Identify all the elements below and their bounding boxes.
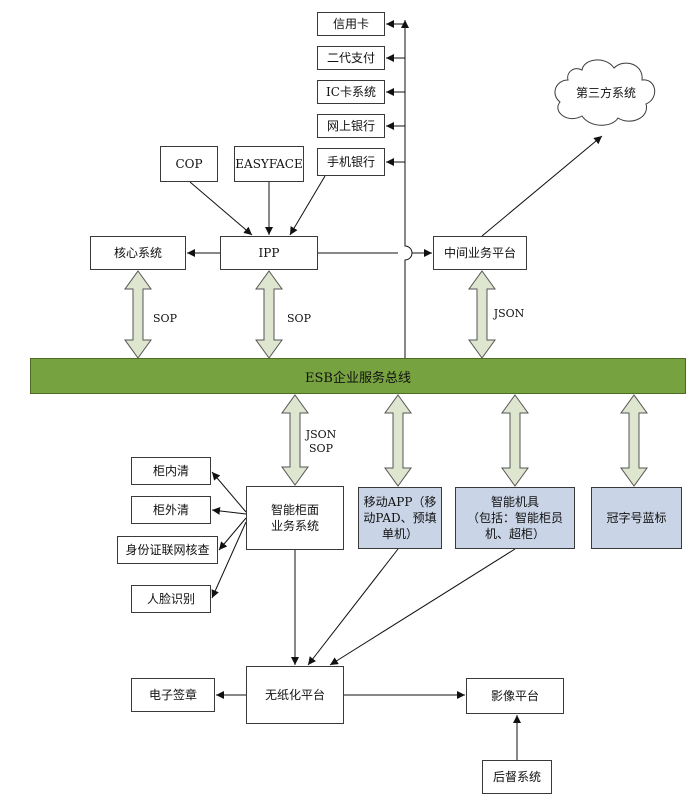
counter-outer-box[interactable]: 柜外清	[131, 496, 211, 524]
credit-card-box[interactable]: 信用卡	[317, 12, 385, 36]
paperless-platform-box[interactable]: 无纸化平台	[246, 666, 344, 724]
crown-number-box[interactable]: 冠字号蓝标	[591, 487, 682, 549]
cop-to-ipp	[189, 181, 253, 236]
esb-service-bus: ESB企业服务总线	[30, 358, 686, 394]
easyface-box[interactable]: EASYFACE	[234, 146, 304, 182]
mobile-banking-box[interactable]: 手机银行	[317, 148, 385, 176]
mobile-banking-to-ipp	[289, 175, 326, 236]
json-sop-label-counter: JSON SOP	[305, 428, 337, 455]
e-signature-box[interactable]: 电子签章	[131, 678, 215, 712]
second-gen-payment-box[interactable]: 二代支付	[317, 46, 385, 70]
trunk-line	[401, 20, 413, 358]
ipp-box[interactable]: IPP	[220, 236, 318, 270]
smart-machine-to-paperless	[329, 548, 516, 666]
core-system-box[interactable]: 核心系统	[90, 236, 186, 270]
third-party-cloud-shape	[554, 59, 656, 126]
double-arrow-esb-crown-number	[620, 394, 648, 487]
ic-card-system-box[interactable]: IC卡系统	[317, 80, 385, 104]
id-verification-box[interactable]: 身份证联网核查	[117, 536, 218, 564]
double-arrow-core-esb	[124, 270, 152, 359]
smart-counter-to-counter-inner	[211, 471, 247, 513]
json-label-middle: JSON	[493, 307, 525, 320]
mobile-app-box[interactable]: 移动APP（移 动PAD、预填 单机）	[358, 487, 442, 549]
sop-label-ipp: SOP	[287, 312, 311, 325]
double-arrow-esb-mobile-app	[384, 394, 412, 487]
smart-counter-to-face-recognition	[211, 521, 247, 599]
face-recognition-box[interactable]: 人脸识别	[131, 585, 211, 613]
mobile-app-to-paperless	[307, 548, 399, 666]
middle-to-third-party	[481, 135, 603, 237]
third-party-system-label: 第三方系统	[575, 86, 636, 100]
online-banking-box[interactable]: 网上银行	[317, 114, 385, 138]
cop-box[interactable]: COP	[160, 146, 218, 182]
double-arrow-esb-smart-counter	[281, 394, 309, 486]
double-arrow-ipp-esb	[255, 270, 283, 359]
back-supervision-box[interactable]: 后督系统	[482, 760, 552, 794]
smart-counter-system-box[interactable]: 智能柜面 业务系统	[246, 486, 344, 550]
counter-inner-box[interactable]: 柜内清	[131, 457, 211, 485]
middle-platform-box[interactable]: 中间业务平台	[433, 236, 527, 270]
sop-label-core: SOP	[153, 312, 177, 325]
image-platform-box[interactable]: 影像平台	[466, 678, 564, 714]
smart-counter-to-counter-outer	[211, 506, 247, 515]
double-arrow-esb-smart-machine	[501, 394, 529, 487]
smart-counter-to-id-verification	[218, 517, 247, 551]
smart-machine-box[interactable]: 智能机具 （包括：智能柜员 机、超柜）	[455, 487, 575, 549]
